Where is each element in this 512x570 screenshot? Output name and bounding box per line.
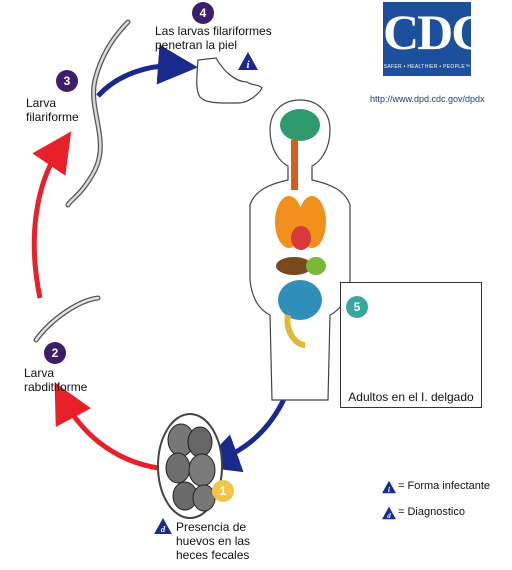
eggs-label-line3: heces fecales: [176, 548, 250, 562]
legend-diagnostic-label: = Diagnostico: [398, 506, 465, 518]
eggs-label-line2: huevos en las: [176, 534, 251, 548]
stage-3-badge: 3: [56, 70, 78, 92]
stage-3-label-line2: filariforme: [26, 110, 79, 124]
legend-infective-label: = Forma infectante: [398, 480, 491, 492]
foot-drawing: [196, 57, 263, 104]
legend-infective-icon: i: [382, 480, 396, 494]
eggs-label-line1: Presencia de: [176, 520, 247, 534]
stage-4-badge: 4: [192, 2, 214, 24]
svg-text:i: i: [246, 59, 250, 70]
cdc-logo: CDC SAFER • HEALTHIER • PEOPLE™: [383, 2, 487, 76]
svg-text:d: d: [387, 512, 391, 520]
stage-5-label: Adultos en el I. delgado: [348, 390, 474, 404]
egg-cluster-drawing: [157, 413, 223, 519]
diagnostic-stage-icon: d: [154, 518, 172, 534]
cdc-logo-tagline: SAFER • HEALTHIER • PEOPLE™: [383, 64, 471, 70]
arrow-filariform-to-skin: [96, 44, 198, 98]
legend-diagnostic-icon: d: [382, 506, 396, 520]
cdc-url: http://www.dpd.cdc.gov/dpdx: [370, 94, 485, 104]
stage-4-label-line1: Las larvas filariformes: [155, 24, 272, 38]
stage-2-label-line2: rabditiforme: [24, 380, 88, 394]
stage-2-label-line1: Larva: [24, 366, 55, 380]
stage-3-label-line1: Larva: [26, 96, 57, 110]
stage-4-label-line2: penetran la piel: [155, 38, 238, 52]
infective-stage-icon: i: [238, 52, 258, 70]
cdc-logo-text: CDC: [383, 4, 487, 60]
rhabditiform-larva-drawing: [33, 295, 101, 343]
svg-text:d: d: [161, 524, 166, 534]
human-body-drawing: [249, 99, 351, 401]
stage-2-badge: 2: [44, 342, 66, 364]
arrow-eggs-to-rhabditiform: [54, 382, 159, 471]
stage-1-badge: 1: [212, 480, 234, 502]
stage-5-badge: 5: [346, 296, 368, 318]
svg-text:i: i: [388, 485, 391, 494]
arrow-rhabditiform-to-filariform: [31, 131, 72, 299]
